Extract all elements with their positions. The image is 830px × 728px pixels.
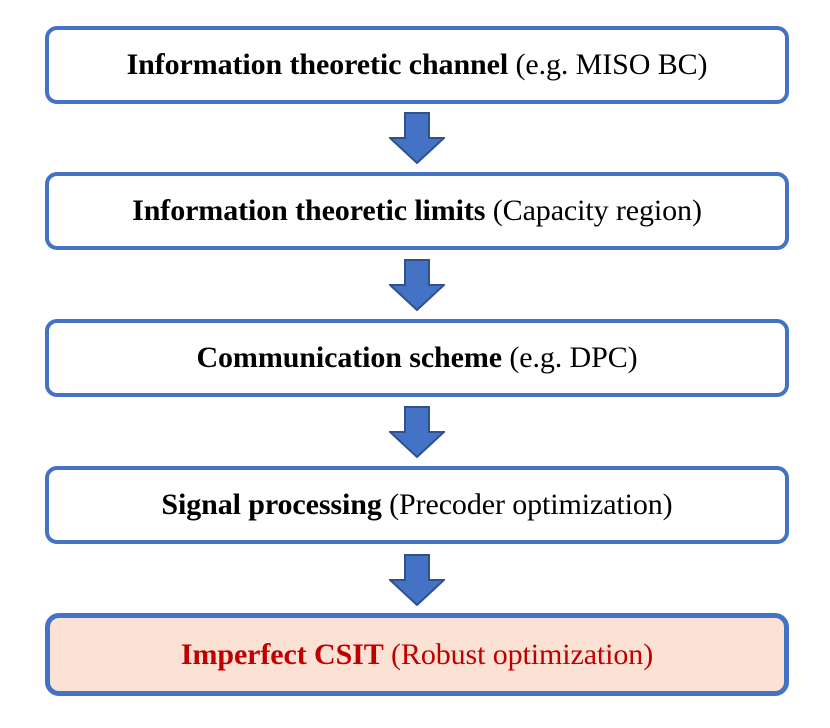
down-arrow-icon-2 xyxy=(389,259,445,311)
flow-node-subtitle: (Robust optimization) xyxy=(383,637,654,671)
flow-node-information-theoretic-limits[interactable]: Information theoretic limits (Capacity r… xyxy=(45,172,789,250)
down-arrow-icon-4 xyxy=(389,554,445,606)
flow-node-label: Imperfect CSIT (Robust optimization) xyxy=(181,639,653,671)
flow-node-communication-scheme[interactable]: Communication scheme (e.g. DPC) xyxy=(45,319,789,397)
down-arrow-icon-1 xyxy=(389,112,445,164)
flow-node-subtitle: (e.g. DPC) xyxy=(501,341,638,375)
flow-node-label: Signal processing (Precoder optimization… xyxy=(161,489,672,521)
flow-node-signal-processing[interactable]: Signal processing (Precoder optimization… xyxy=(45,466,789,544)
down-arrow-icon-3 xyxy=(389,406,445,458)
flow-node-title: Information theoretic channel xyxy=(126,48,509,82)
flow-node-label: Information theoretic channel (e.g. MISO… xyxy=(127,49,708,81)
flow-node-subtitle: (e.g. MISO BC) xyxy=(508,48,708,82)
flow-node-subtitle: (Precoder optimization) xyxy=(381,488,673,522)
flow-node-title: Signal processing xyxy=(161,488,382,522)
flow-node-subtitle: (Capacity region) xyxy=(485,194,702,228)
flow-node-imperfect-csit[interactable]: Imperfect CSIT (Robust optimization) xyxy=(45,613,789,696)
flow-node-information-theoretic-channel[interactable]: Information theoretic channel (e.g. MISO… xyxy=(45,26,789,104)
flow-node-label: Information theoretic limits (Capacity r… xyxy=(132,195,702,227)
flow-node-label: Communication scheme (e.g. DPC) xyxy=(196,342,637,374)
flow-node-title: Communication scheme xyxy=(196,341,502,375)
flow-node-title: Imperfect CSIT xyxy=(180,637,384,671)
flow-node-title: Information theoretic limits xyxy=(132,194,486,228)
